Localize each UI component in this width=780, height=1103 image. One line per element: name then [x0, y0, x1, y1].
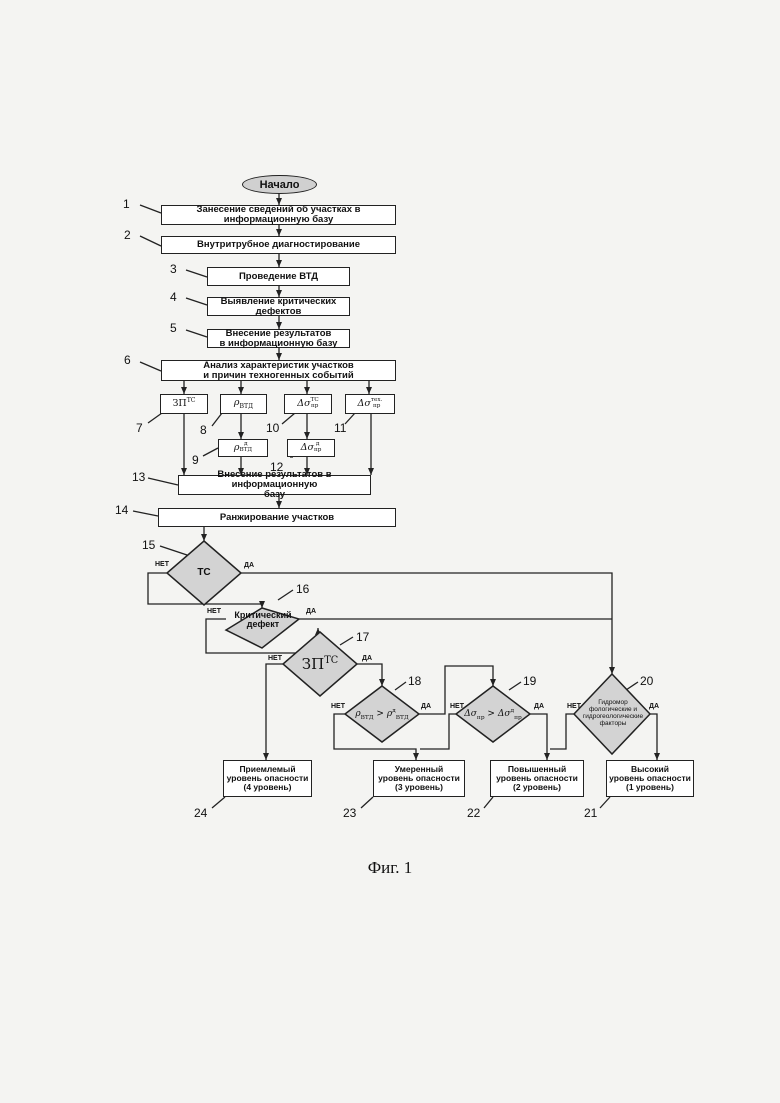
line-17-no	[266, 664, 283, 760]
d19-yes-label: ДА	[534, 703, 544, 710]
decision-20-label: Гидромор фологические и гидрогеологическ…	[578, 696, 648, 732]
outcome-21-box: Высокий уровень опасности (1 уровень)	[606, 760, 694, 797]
decision-19-label: Δσпр > Δσдпр	[456, 705, 530, 723]
ref-number-5: 5	[170, 321, 177, 335]
ref-number-20: 20	[640, 674, 653, 688]
step-6-box: Анализ характеристик участков и причин т…	[161, 360, 396, 381]
param-10-box: ΔσТСпр	[284, 394, 332, 414]
ref-number-6: 6	[124, 353, 131, 367]
step-2-box: Внутритрубное диагностирование	[161, 236, 396, 254]
ref-number-10: 10	[266, 421, 279, 435]
ref-number-22: 22	[467, 806, 480, 820]
d17-yes-label: ДА	[362, 655, 372, 662]
d20-yes-label: ДА	[649, 703, 659, 710]
ref-number-4: 4	[170, 290, 177, 304]
ref-number-16: 16	[296, 582, 309, 596]
line-19-yes	[530, 714, 547, 760]
ref-number-18: 18	[408, 674, 421, 688]
line-19-no	[420, 714, 456, 749]
outcome-22-box: Повышенный уровень опасности (2 уровень)	[490, 760, 584, 797]
step-13-box: Внесение результатов в информационную ба…	[178, 475, 371, 495]
d16-no-label: НЕТ	[207, 608, 221, 615]
ref-number-21: 21	[584, 806, 597, 820]
figure-caption: Фиг. 1	[0, 858, 780, 878]
d15-no-label: НЕТ	[155, 561, 169, 568]
d20-no-label: НЕТ	[567, 703, 581, 710]
step-1-box: Занесение сведений об участках в информа…	[161, 205, 396, 225]
d16-yes-label: ДА	[306, 608, 316, 615]
ref-number-3: 3	[170, 262, 177, 276]
ref-number-1: 1	[123, 197, 130, 211]
d18-no-label: НЕТ	[331, 703, 345, 710]
step-4-box: Выявление критических дефектов	[207, 297, 350, 316]
ref-number-12: 12	[270, 460, 283, 474]
d18-yes-label: ДА	[421, 703, 431, 710]
decision-15-label: ТС	[180, 564, 228, 582]
decision-17-label: ЗПТС	[290, 653, 350, 675]
d19-no-label: НЕТ	[450, 703, 464, 710]
decision-16-label: Критический дефект	[228, 608, 298, 632]
line-20-no	[550, 714, 574, 749]
ref-number-14: 14	[115, 503, 128, 517]
ref-number-23: 23	[343, 806, 356, 820]
step-5-box: Внесение результатов в информационную ба…	[207, 329, 350, 348]
start-terminal: Начало	[242, 175, 317, 194]
outcome-23-box: Умеренный уровень опасности (3 уровень)	[373, 760, 465, 797]
ref-number-8: 8	[200, 423, 207, 437]
param-8-box: ρВТД	[220, 394, 267, 414]
ref-number-15: 15	[142, 538, 155, 552]
start-label: Начало	[260, 179, 300, 191]
line-17-yes	[357, 664, 382, 686]
param-9-box: ρдВТД	[218, 439, 268, 457]
outcome-24-box: Приемлемый уровень опасности (4 уровень)	[223, 760, 312, 797]
d15-yes-label: ДА	[244, 562, 254, 569]
step-14-box: Ранжирование участков	[158, 508, 396, 527]
ref-number-9: 9	[192, 453, 199, 467]
step-3-box: Проведение ВТД	[207, 267, 350, 286]
decision-18-label: ρВТД > ρдВТД	[345, 705, 419, 723]
param-12-box: Δσдпр	[287, 439, 335, 457]
param-11-box: Δσтех.пр	[345, 394, 395, 414]
ref-number-11: 11	[334, 421, 346, 435]
ref-number-13: 13	[132, 470, 145, 484]
line-20-yes	[650, 714, 657, 760]
ref-number-19: 19	[523, 674, 536, 688]
ref-number-24: 24	[194, 806, 207, 820]
ref-number-2: 2	[124, 228, 131, 242]
ref-number-7: 7	[136, 421, 143, 435]
ref-number-17: 17	[356, 630, 369, 644]
d17-no-label: НЕТ	[268, 655, 282, 662]
param-7-box: ЗПТС	[160, 394, 208, 414]
